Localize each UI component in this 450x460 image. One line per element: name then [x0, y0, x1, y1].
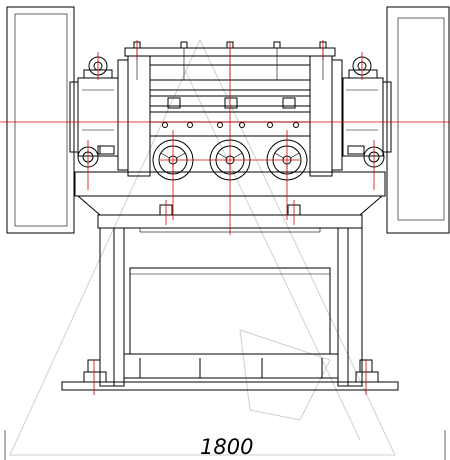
roll-spoke	[176, 152, 186, 159]
centerlines	[0, 40, 450, 395]
bolt-head	[273, 41, 281, 49]
roll-spoke	[217, 152, 227, 159]
dimension-label: 1800	[200, 435, 253, 459]
support-stand	[61, 227, 399, 391]
background-watermark	[9, 38, 396, 456]
roll-spoke	[290, 152, 300, 159]
dimension-line: 1800	[4, 430, 446, 460]
right-flywheel-guard	[386, 6, 450, 234]
roll-spoke	[160, 152, 170, 159]
roll-spoke	[233, 152, 243, 159]
left-gearbox	[69, 56, 129, 171]
roll-spoke	[274, 152, 284, 159]
right-gearbox	[331, 56, 392, 171]
left-flywheel-guard	[6, 6, 75, 234]
bar-blocks	[162, 97, 299, 128]
bolt-head	[180, 41, 188, 49]
